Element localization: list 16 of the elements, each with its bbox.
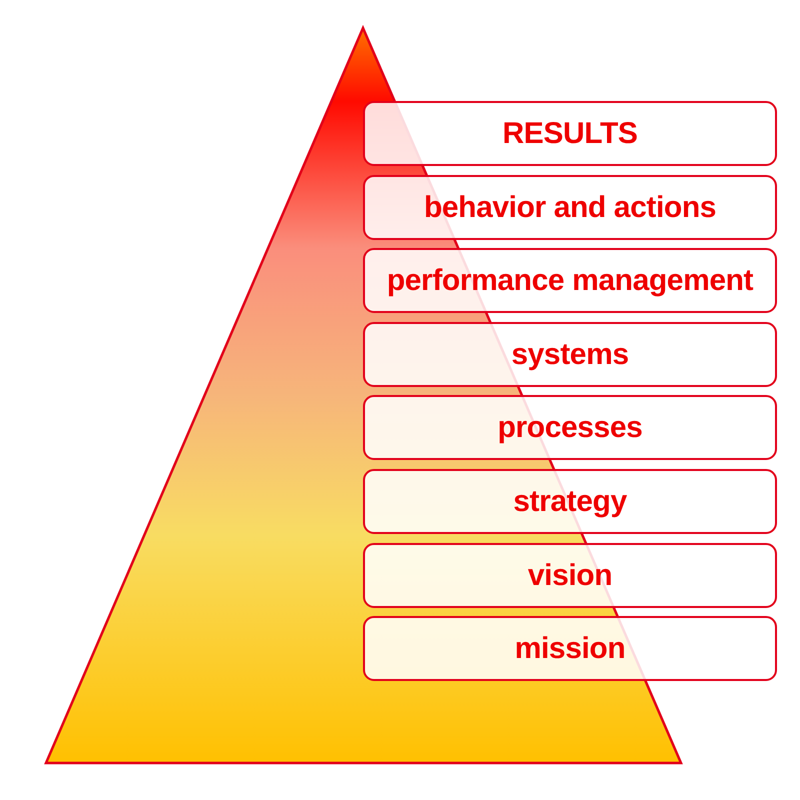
level-label: strategy [513,485,627,518]
level-box [363,542,777,608]
level-label: behavior and actions [424,190,716,224]
level-box [363,469,777,534]
level-label: vision [528,558,612,592]
level-box [363,395,777,460]
level-box [363,248,777,314]
level-label: RESULTS [502,117,638,150]
level-box [363,174,777,240]
level-label: performance management [386,264,754,298]
level-label: systems [511,338,629,371]
level-box [363,616,777,682]
level-label: mission [514,632,626,666]
level-box [363,322,777,387]
level-box [363,101,777,166]
level-label: processes [498,411,642,444]
